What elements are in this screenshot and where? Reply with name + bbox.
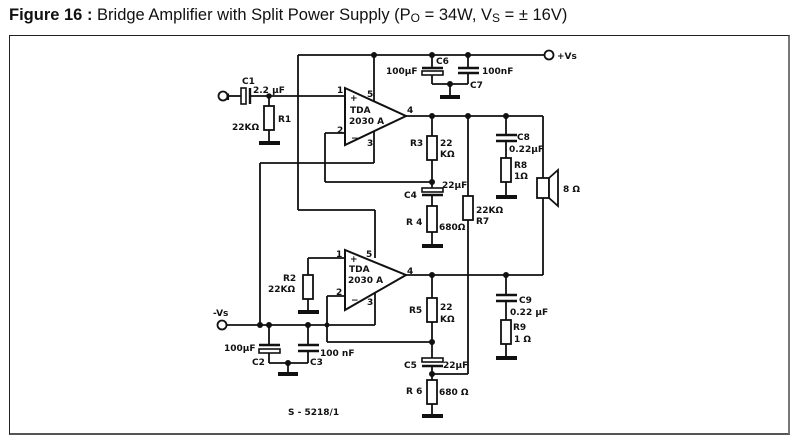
resistor-r5: R5 22 KΩ: [409, 275, 455, 345]
svg-text:C9: C9: [519, 296, 532, 306]
svg-text:1: 1: [337, 86, 343, 96]
capacitor-c5: C5 22μF: [404, 342, 468, 380]
svg-text:R 6: R 6: [406, 387, 422, 397]
figure-title: Bridge Amplifier with Split Power Supply…: [97, 6, 568, 25]
svg-text:KΩ: KΩ: [440, 150, 455, 160]
svg-text:C8: C8: [517, 133, 530, 143]
svg-text:100nF: 100nF: [482, 67, 513, 77]
svg-text:680 Ω: 680 Ω: [439, 388, 469, 398]
svg-text:R8: R8: [514, 161, 527, 171]
svg-text:0.22 μF: 0.22 μF: [510, 308, 548, 318]
svg-text:R9: R9: [513, 323, 526, 333]
figure-number: Figure 16 :: [9, 6, 93, 24]
svg-text:2: 2: [337, 126, 343, 136]
figure-caption: Figure 16 : Bridge Amplifier with Split …: [9, 6, 567, 25]
svg-text:C1: C1: [242, 77, 255, 87]
resistor-r7: 22KΩ R7: [462, 116, 503, 374]
svg-text:−: −: [351, 134, 359, 144]
vplus-terminal: +Vs: [543, 49, 577, 62]
svg-text:100μF: 100μF: [224, 344, 256, 354]
svg-text:2030 A: 2030 A: [349, 117, 384, 127]
svg-text:C2: C2: [252, 358, 265, 368]
svg-text:4: 4: [407, 267, 413, 277]
svg-text:C4: C4: [404, 191, 417, 201]
svg-text:5: 5: [366, 250, 372, 260]
resistor-r6: R 6 680 Ω: [406, 379, 469, 418]
svg-text:2: 2: [336, 288, 342, 298]
svg-text:22μF: 22μF: [443, 361, 468, 371]
svg-text:22KΩ: 22KΩ: [232, 123, 259, 133]
svg-text:C7: C7: [470, 81, 483, 91]
resistor-r4: R 4 680Ω: [406, 205, 466, 248]
svg-text:−: −: [351, 296, 359, 306]
svg-text:1Ω: 1Ω: [514, 172, 528, 182]
svg-text:680Ω: 680Ω: [439, 223, 466, 233]
svg-text:R5: R5: [409, 306, 422, 316]
resistor-r9: R9 1 Ω: [496, 319, 531, 360]
svg-text:+: +: [350, 255, 358, 265]
ground-c2-c3: [269, 360, 308, 376]
svg-text:1 Ω: 1 Ω: [514, 335, 531, 345]
capacitor-c4: C4 22μF: [404, 181, 467, 206]
resistor-r1: R1 22KΩ: [232, 93, 291, 145]
amplifier-ic-top: + − TDA 2030 A 1 2 3 4 5: [337, 86, 413, 149]
svg-text:R1: R1: [278, 115, 291, 125]
ground-c6-c7: [432, 81, 468, 99]
capacitor-c9: C9 0.22 μF: [496, 275, 548, 320]
svg-text:22: 22: [440, 139, 453, 149]
svg-text:22KΩ: 22KΩ: [268, 285, 295, 295]
output-node-bottom: [406, 272, 543, 278]
capacitor-c1: C1 2.2 μF: [227, 77, 345, 105]
speaker-icon: 8 Ω: [536, 116, 580, 275]
capacitor-c6: 100μF C6: [386, 55, 449, 84]
svg-text:R3: R3: [410, 139, 423, 149]
resistor-r2: R2 22KΩ: [268, 258, 319, 314]
svg-text:4: 4: [407, 106, 413, 116]
svg-text:R 4: R 4: [406, 218, 422, 228]
svg-text:R2: R2: [283, 274, 296, 284]
resistor-r3: R3 22 KΩ: [410, 116, 455, 185]
svg-text:100μF: 100μF: [386, 67, 418, 77]
svg-text:2030 A: 2030 A: [348, 276, 383, 286]
capacitor-c8: C8 0.22μF: [496, 116, 544, 158]
svg-text:2.2 μF: 2.2 μF: [253, 86, 285, 96]
svg-text:C3: C3: [310, 358, 323, 368]
amplifier-ic-bottom: + − TDA 2030 A 1 2 3 4 5: [336, 248, 413, 312]
positive-supply-rail: [298, 52, 545, 58]
svg-text:TDA: TDA: [350, 106, 371, 116]
svg-text:-Vs: -Vs: [213, 309, 228, 319]
svg-text:KΩ: KΩ: [440, 315, 455, 325]
svg-text:22KΩ: 22KΩ: [476, 206, 503, 216]
svg-text:+: +: [350, 94, 358, 104]
svg-text:1: 1: [336, 250, 342, 260]
svg-text:R7: R7: [476, 217, 489, 227]
svg-text:C6: C6: [436, 57, 449, 67]
svg-text:22: 22: [440, 303, 453, 313]
svg-text:5: 5: [367, 90, 373, 100]
output-node-top: [406, 113, 543, 119]
svg-text:100 nF: 100 nF: [320, 349, 354, 359]
negative-supply-rail: [227, 163, 375, 328]
capacitor-c3: 100 nF C3: [298, 325, 354, 368]
capacitor-c2: 100μF C2: [224, 325, 281, 368]
vminus-terminal: -Vs: [213, 309, 228, 331]
svg-text:3: 3: [367, 298, 373, 308]
svg-text:8 Ω: 8 Ω: [563, 185, 580, 195]
svg-text:TDA: TDA: [349, 265, 370, 275]
capacitor-c7: 100nF C7: [458, 55, 513, 91]
svg-text:0.22μF: 0.22μF: [509, 145, 544, 155]
resistor-r8: R8 1Ω: [496, 157, 528, 199]
svg-text:C5: C5: [404, 361, 417, 371]
svg-text:22μF: 22μF: [442, 181, 467, 191]
svg-text:3: 3: [367, 139, 373, 149]
drawing-code: S - 5218/1: [288, 408, 339, 418]
svg-text:+Vs: +Vs: [557, 52, 577, 62]
figure-frame: [9, 35, 790, 435]
input-terminal: IN: [217, 90, 230, 103]
